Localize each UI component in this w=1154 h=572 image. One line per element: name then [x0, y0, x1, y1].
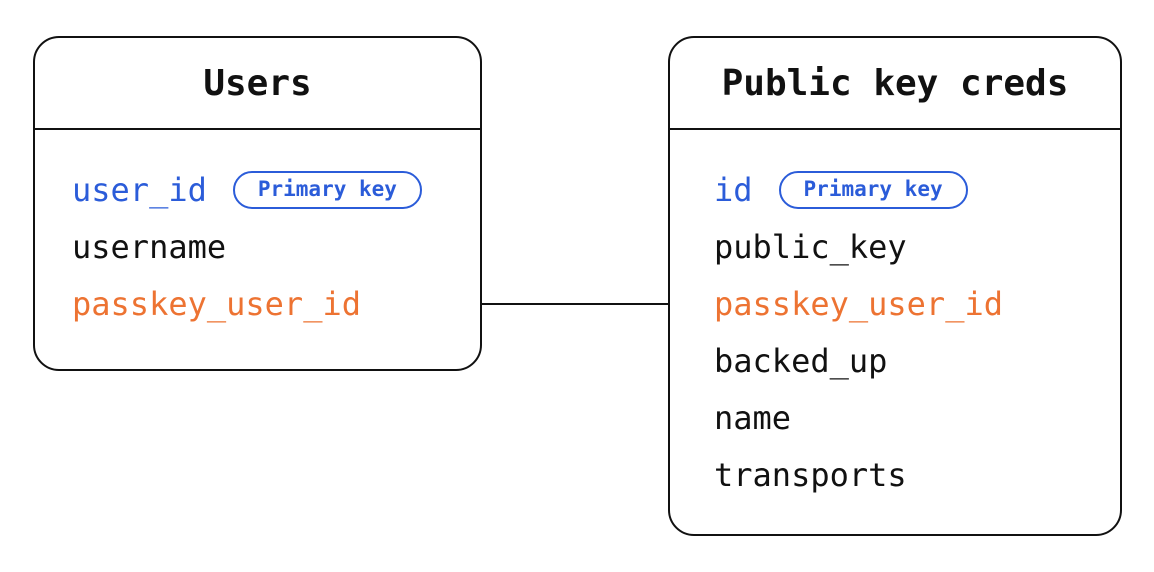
users-table: Users user_id Primary key username passk…	[33, 36, 482, 371]
field-name-backed-up: backed_up	[714, 341, 888, 380]
field-row-backed-up: backed_up	[714, 332, 1120, 389]
field-name-username: username	[72, 227, 227, 266]
field-row-passkey-user-id: passkey_user_id	[714, 275, 1120, 332]
field-name-name: name	[714, 398, 792, 437]
primary-key-badge: Primary key	[232, 170, 422, 209]
public-key-creds-table-header: Public key creds	[670, 38, 1120, 130]
field-name-user-id: user_id	[72, 170, 207, 209]
users-table-title: Users	[203, 62, 312, 104]
field-name-passkey-user-id: passkey_user_id	[72, 284, 361, 323]
field-name-passkey-user-id: passkey_user_id	[714, 284, 1003, 323]
field-row-username: username	[72, 218, 480, 275]
field-name-public-key: public_key	[714, 227, 907, 266]
public-key-creds-table: Public key creds id Primary key public_k…	[668, 36, 1122, 536]
relationship-line	[481, 303, 669, 305]
users-table-header: Users	[35, 38, 480, 130]
field-name-id: id	[714, 170, 753, 209]
field-name-transports: transports	[714, 455, 907, 494]
field-row-user-id: user_id Primary key	[72, 161, 480, 218]
public-key-creds-table-title: Public key creds	[721, 62, 1069, 104]
field-row-passkey-user-id: passkey_user_id	[72, 275, 480, 332]
users-table-fields: user_id Primary key username passkey_use…	[35, 130, 480, 332]
field-row-public-key: public_key	[714, 218, 1120, 275]
public-key-creds-table-fields: id Primary key public_key passkey_user_i…	[670, 130, 1120, 503]
field-row-id: id Primary key	[714, 161, 1120, 218]
field-row-name: name	[714, 389, 1120, 446]
field-row-transports: transports	[714, 446, 1120, 503]
primary-key-badge: Primary key	[778, 170, 968, 209]
